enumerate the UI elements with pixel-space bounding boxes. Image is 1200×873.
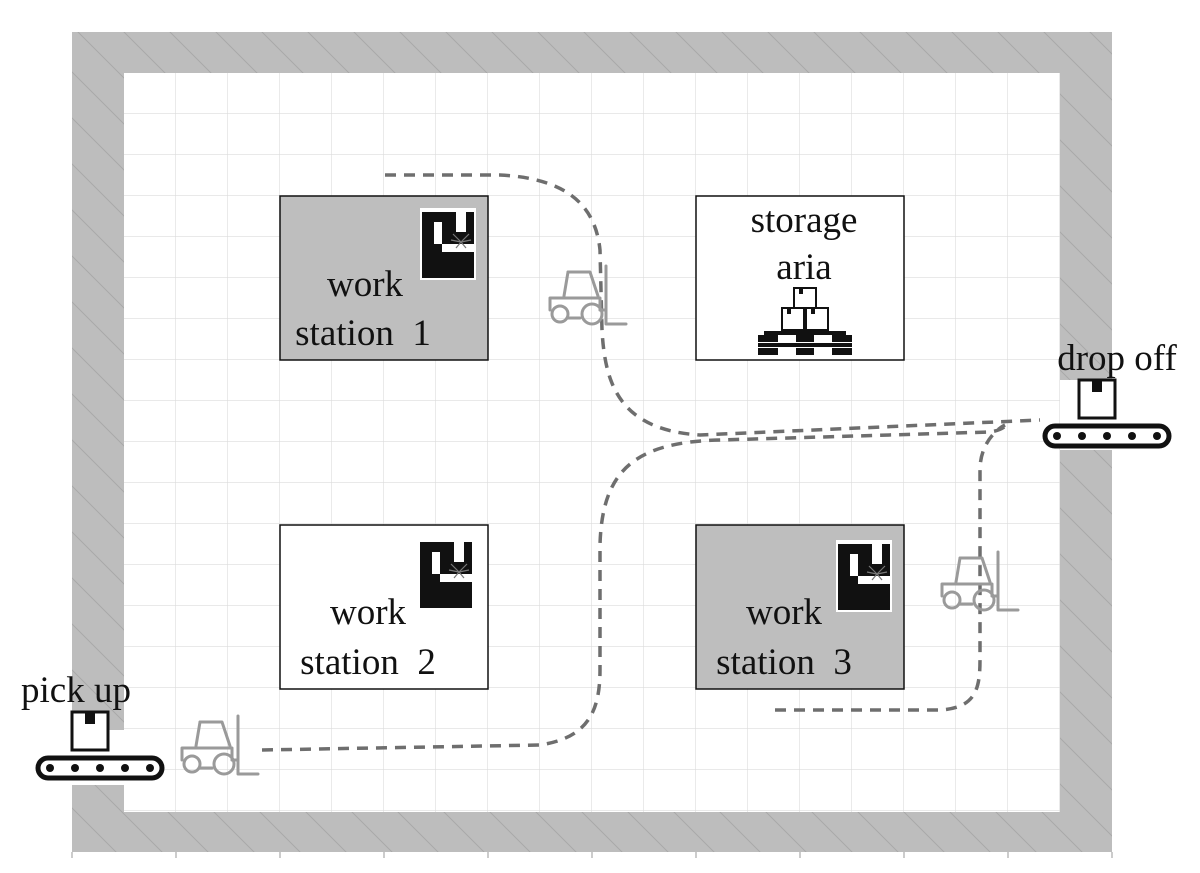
work-station-3-label-line2: station 3 — [716, 642, 852, 683]
machine-tool-icon — [418, 538, 474, 610]
work-station-3-label-line1: work — [746, 592, 823, 633]
work-station-2: work station 2 — [279, 524, 489, 690]
work-station-1-label-line2: station 1 — [295, 313, 431, 354]
factory-walls — [72, 32, 1112, 852]
work-station-1: work station 1 — [279, 195, 489, 361]
storage-area-label-line2: aria — [776, 247, 831, 288]
storage-area-label-line1: storage — [751, 200, 858, 241]
route-from-station-1 — [385, 173, 1041, 437]
drop-off-label: drop off — [1057, 338, 1177, 379]
work-station-3: work station 3 — [695, 524, 905, 690]
forklift-routes — [261, 173, 1041, 752]
storage-area: storage aria — [695, 195, 905, 361]
machine-tool-icon — [836, 540, 892, 612]
pick-up-label: pick up — [21, 670, 131, 711]
work-station-2-label-line2: station 2 — [300, 642, 436, 683]
bottom-ticks — [71, 852, 1113, 858]
machine-tool-icon — [420, 208, 476, 280]
drop-off-point: drop off — [1045, 338, 1177, 446]
pick-up-point: pick up — [21, 670, 162, 778]
work-station-1-label-line1: work — [327, 264, 404, 305]
work-station-2-label-line1: work — [330, 592, 407, 633]
